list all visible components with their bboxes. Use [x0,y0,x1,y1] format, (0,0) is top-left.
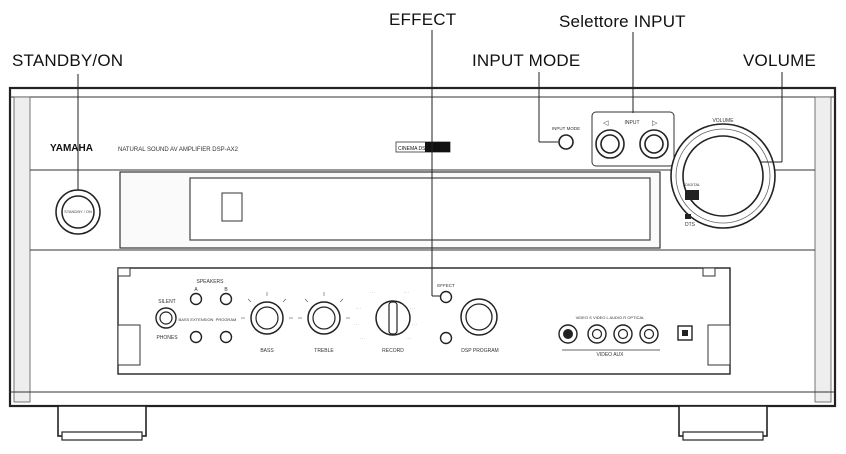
sub-panel [117,267,731,375]
left-side-panel [13,96,31,403]
svg-text:· · ·: · · · [412,323,417,327]
silent-label: SILENT [158,299,176,305]
effect-callout: EFFECT [389,10,457,29]
input-small-label: INPUT [625,120,640,126]
dolby-label: DIGITAL [685,182,701,187]
bass-ext-button[interactable] [189,330,203,344]
video-aux-label: VIDEO AUX [597,352,625,358]
video-jack-inner[interactable] [591,328,603,340]
standby-callout: STANDBY/ON [12,51,124,70]
program-label: PROGRAM [216,317,237,322]
record-knob-grip[interactable] [388,301,398,335]
sub-panel-tab-left [117,267,131,277]
sub-panel-hinge-right [707,324,731,366]
phones-label: PHONES [156,335,178,341]
standby-small-label: STANDBY / ON [64,209,92,214]
model-name: NATURAL SOUND AV AMPLIFIER DSP-AX2 [118,147,239,153]
svg-text:· · ·: · · · [356,307,361,311]
right-foot [678,405,768,437]
speaker-b-label: B [224,287,228,293]
right-side-panel [814,96,832,403]
svg-text:· · ·: · · · [360,337,365,341]
right-foot-base [682,431,764,441]
input-right-arrow: ▷ [652,120,658,127]
s-video-jack-center[interactable] [563,329,573,339]
display-screen [189,177,651,241]
dsp-badge-fill [425,142,450,152]
effect-sub-button[interactable] [439,331,453,345]
audio-r-jack-inner[interactable] [643,328,655,340]
phones-jack[interactable] [159,311,173,325]
input-right-button-inner[interactable] [644,134,664,154]
bass-knob-inner[interactable] [255,306,279,330]
dolby-logo [685,190,699,200]
sub-panel-hinge-left [117,324,141,366]
audio-l-jack-inner[interactable] [617,328,629,340]
input-mode-callout: INPUT MODE [472,51,581,70]
left-foot-base [61,431,143,441]
input-left-arrow: ◁ [603,120,609,127]
effect-small-label: EFFECT [437,283,455,288]
optical-jack-inner[interactable] [682,330,688,336]
volume-small-label: VOLUME [712,118,734,124]
input-left-button-inner[interactable] [600,134,620,154]
volume-knob-ring[interactable] [675,128,771,224]
record-label: RECORD [382,348,404,354]
svg-text:· · ·: · · · [406,337,411,341]
speaker-a-label: A [194,287,198,293]
treble-knob-ticks [298,292,350,319]
svg-text:· · ·: · · · [404,291,409,295]
treble-label: TREBLE [314,348,334,354]
sub-panel-tab-right [702,267,716,277]
svg-text:· · ·: · · · [370,291,375,295]
speaker-b-button[interactable] [219,292,233,306]
bass-label: BASS [260,348,274,354]
bass-ext-label: BASS EXTENSION [179,317,214,322]
dts-logo [685,214,691,219]
bass-knob-ticks [241,292,293,319]
dsp-badge: CINEMA DSP [398,146,430,152]
left-foot [57,405,147,437]
input-mode-small-label: INPUT MODE [552,126,580,131]
treble-knob-inner[interactable] [312,306,336,330]
input-mode-button[interactable] [558,134,574,150]
svg-text:· · ·: · · · [354,323,359,327]
effect-button[interactable] [439,290,453,304]
standby-button[interactable] [61,195,95,229]
dsp-program-label: DSP PROGRAM [461,348,498,354]
dts-label: DTS [685,222,696,228]
display-indicator [221,192,243,222]
brand-logo: YAMAHA [50,143,93,154]
video-inputs-label: VIDEO S VIDEO L AUDIO R OPTICAL [576,315,646,320]
svg-text:· · ·: · · · [410,307,415,311]
speaker-a-button[interactable] [189,292,203,306]
volume-knob[interactable] [682,135,764,217]
record-knob-marks: · · · · · · · · · · · · · · · · · · · · · · … [354,291,417,341]
speakers-label: SPEAKERS [197,279,225,285]
program-button[interactable] [219,330,233,344]
volume-callout: VOLUME [743,51,816,70]
dsp-program-knob[interactable] [465,303,493,331]
selettore-input-callout: Selettore INPUT [559,12,686,31]
